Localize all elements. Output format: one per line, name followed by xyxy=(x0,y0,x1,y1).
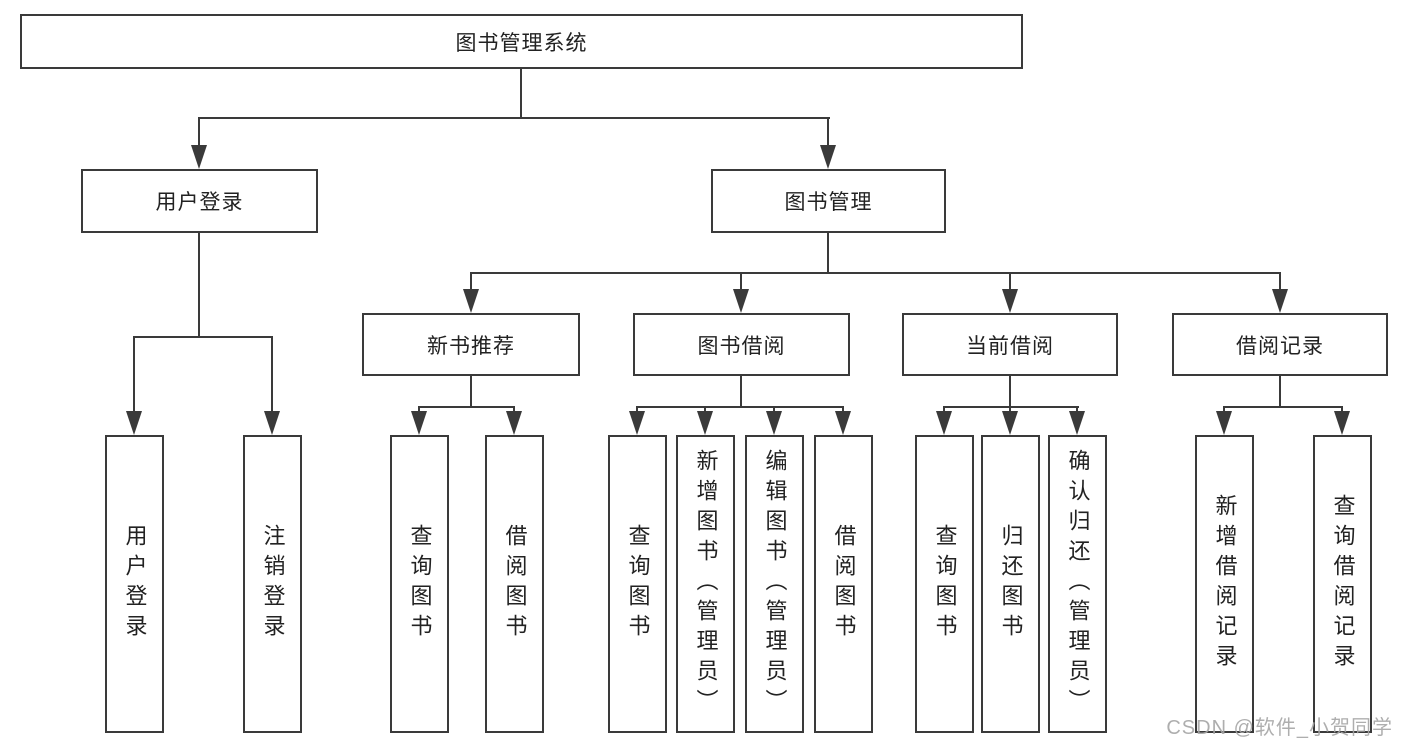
arrowhead-down-icon xyxy=(126,411,142,435)
connector-vline xyxy=(1279,376,1281,407)
connector-vline xyxy=(470,376,472,407)
connector-vline xyxy=(133,336,135,415)
connector-vline xyxy=(842,406,844,415)
arrowhead-down-icon xyxy=(733,289,749,313)
leaf-query-books-current: 查询图书 xyxy=(915,435,974,733)
arrowhead-down-icon xyxy=(264,411,280,435)
leaf-user-login: 用户登录 xyxy=(105,435,164,733)
connector-vline xyxy=(704,406,706,415)
leaf-query-books-current-label: 查询图书 xyxy=(932,524,958,644)
leaf-borrow-books-recommend: 借阅图书 xyxy=(485,435,544,733)
leaf-borrow-books: 借阅图书 xyxy=(814,435,873,733)
leaf-query-books-borrowing-label: 查询图书 xyxy=(625,524,651,644)
connector-hline xyxy=(470,272,1281,274)
arrowhead-down-icon xyxy=(835,411,851,435)
connector-vline xyxy=(827,233,829,273)
connector-hline xyxy=(418,406,515,408)
connector-hline xyxy=(133,336,273,338)
arrowhead-down-icon xyxy=(191,145,207,169)
connector-vline xyxy=(1009,376,1011,407)
leaf-add-borrow-record-label: 新增借阅记录 xyxy=(1212,494,1238,674)
node-current-borrowing-label: 当前借阅 xyxy=(966,334,1054,358)
connector-vline xyxy=(1009,406,1011,415)
root-node-label: 图书管理系统 xyxy=(455,31,588,55)
arrowhead-down-icon xyxy=(1069,411,1085,435)
leaf-add-book-admin-label: 新增图书（管理员） xyxy=(693,449,719,719)
arrowhead-down-icon xyxy=(463,289,479,313)
node-book-management-label: 图书管理 xyxy=(784,191,873,214)
connector-vline xyxy=(1223,406,1225,415)
arrowhead-down-icon xyxy=(411,411,427,435)
node-book-management: 图书管理 xyxy=(711,169,946,233)
connector-vline xyxy=(773,406,775,415)
connector-vline xyxy=(198,233,200,337)
arrowhead-down-icon xyxy=(697,411,713,435)
leaf-logout: 注销登录 xyxy=(243,435,302,733)
connector-vline xyxy=(520,69,522,118)
root-node: 图书管理系统 xyxy=(20,14,1023,69)
connector-vline xyxy=(1279,272,1281,294)
connector-vline xyxy=(740,272,742,294)
node-borrow-records-label: 借阅记录 xyxy=(1236,334,1324,358)
node-current-borrowing: 当前借阅 xyxy=(902,313,1118,376)
leaf-user-login-label: 用户登录 xyxy=(122,524,148,644)
leaf-borrow-books-recommend-label: 借阅图书 xyxy=(502,524,528,644)
arrowhead-down-icon xyxy=(1216,411,1232,435)
connector-vline xyxy=(271,336,273,415)
leaf-add-book-admin: 新增图书（管理员） xyxy=(676,435,735,733)
arrowhead-down-icon xyxy=(766,411,782,435)
node-borrow-records: 借阅记录 xyxy=(1172,313,1388,376)
connector-vline xyxy=(1076,406,1078,415)
node-new-book-recommend-label: 新书推荐 xyxy=(427,334,515,358)
node-user-login: 用户登录 xyxy=(81,169,318,233)
connector-vline xyxy=(198,117,200,147)
connector-vline xyxy=(636,406,638,415)
leaf-confirm-return-admin-label: 确认归还（管理员） xyxy=(1065,449,1091,719)
node-book-borrowing-label: 图书借阅 xyxy=(697,334,786,358)
connector-vline xyxy=(1341,406,1343,415)
connector-vline xyxy=(1009,272,1011,294)
leaf-query-books-recommend-label: 查询图书 xyxy=(407,524,433,644)
connector-vline xyxy=(740,376,742,407)
leaf-borrow-books-label: 借阅图书 xyxy=(831,524,857,644)
leaf-edit-book-admin: 编辑图书（管理员） xyxy=(745,435,804,733)
leaf-return-book-label: 归还图书 xyxy=(998,524,1024,644)
leaf-add-borrow-record: 新增借阅记录 xyxy=(1195,435,1254,733)
connector-vline xyxy=(418,406,420,415)
watermark: CSDN @软件_小贺同学 xyxy=(1166,717,1393,739)
connector-hline xyxy=(943,406,1079,408)
leaf-edit-book-admin-label: 编辑图书（管理员） xyxy=(762,449,788,719)
connector-vline xyxy=(470,272,472,294)
leaf-query-books-recommend: 查询图书 xyxy=(390,435,449,733)
leaf-confirm-return-admin: 确认归还（管理员） xyxy=(1048,435,1107,733)
leaf-query-borrow-record: 查询借阅记录 xyxy=(1313,435,1372,733)
arrowhead-down-icon xyxy=(1272,289,1288,313)
node-book-borrowing: 图书借阅 xyxy=(633,313,850,376)
arrowhead-down-icon xyxy=(1334,411,1350,435)
arrowhead-down-icon xyxy=(1002,411,1018,435)
arrowhead-down-icon xyxy=(506,411,522,435)
connector-hline xyxy=(1223,406,1343,408)
connector-hline xyxy=(198,117,830,119)
connector-vline xyxy=(513,406,515,415)
arrowhead-down-icon xyxy=(1002,289,1018,313)
node-new-book-recommend: 新书推荐 xyxy=(362,313,580,376)
arrowhead-down-icon xyxy=(629,411,645,435)
leaf-logout-label: 注销登录 xyxy=(260,524,286,644)
connector-hline xyxy=(636,406,844,408)
connector-vline xyxy=(943,406,945,415)
leaf-query-books-borrowing: 查询图书 xyxy=(608,435,667,733)
connector-vline xyxy=(827,117,829,147)
leaf-return-book: 归还图书 xyxy=(981,435,1040,733)
arrowhead-down-icon xyxy=(936,411,952,435)
leaf-query-borrow-record-label: 查询借阅记录 xyxy=(1330,494,1356,674)
node-user-login-label: 用户登录 xyxy=(155,191,244,214)
arrowhead-down-icon xyxy=(820,145,836,169)
